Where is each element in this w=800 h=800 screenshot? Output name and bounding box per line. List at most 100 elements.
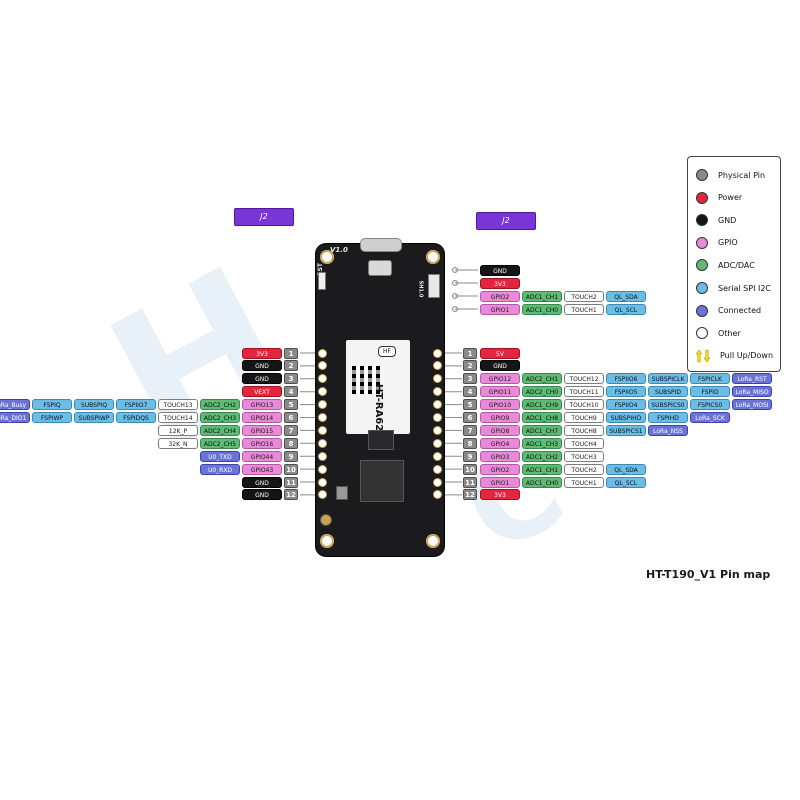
header-pin-hole — [319, 401, 326, 409]
pin-label-5v: 5V — [480, 347, 520, 359]
legend-item-serial-spi-i2c: Serial SPI I2C — [696, 278, 771, 298]
pin-label-lora-rst: LoRa_RST — [732, 373, 772, 385]
pin-label-adc2-ch4: ADC2_CH4 — [200, 424, 240, 436]
pin-label-u0-rxd: U0_RXD — [200, 463, 240, 475]
pin-label-gnd: GND — [480, 360, 520, 372]
pin-label-lora-miso: LoRa_MISO — [732, 386, 772, 398]
pin-label-gpio8: GPIO8 — [480, 424, 520, 436]
pin-label-adc1-ch9: ADC1_CH9 — [522, 399, 562, 411]
pin-label-lora-dio1: LoRa_DIO1 — [0, 412, 30, 423]
pin-label-adc1-ch1: ADC1_CH1 — [522, 463, 562, 475]
pin-label-subspiq: SUBSPIQ — [74, 399, 114, 411]
connector-label-gpio2: GPIO2 — [480, 290, 520, 302]
pin-label-touch11: TOUCH11 — [564, 386, 604, 398]
pin-label-u0-txd: U0_TXD — [200, 450, 240, 462]
header-pin-hole — [434, 388, 441, 396]
pin-label-touch1: TOUCH1 — [564, 476, 604, 488]
pin-label-adc2-ch0: ADC2_CH0 — [522, 386, 562, 398]
rst-button[interactable] — [318, 272, 326, 290]
physical-pin-right-4: 4 — [463, 386, 477, 398]
pin-label-3v3: 3V3 — [480, 489, 520, 501]
user-button[interactable] — [368, 260, 392, 276]
legend-label: Connected — [718, 306, 762, 316]
mounting-hole — [426, 534, 440, 548]
legend-label: ADC/DAC — [718, 260, 755, 270]
pin-label-gpio15: GPIO15 — [242, 424, 282, 436]
pin-label-adc1-ch3: ADC1_CH3 — [522, 437, 562, 449]
pin-label-touch12: TOUCH12 — [564, 373, 604, 385]
connector-label-adc1-ch0: ADC1_CH0 — [522, 303, 562, 315]
hf-badge: HF — [378, 346, 396, 357]
pin-label-gpio1: GPIO1 — [480, 476, 520, 488]
pin-label-fspiio5: FSPIIO5 — [606, 386, 646, 398]
legend-item-gnd: GND — [696, 210, 736, 230]
pin-label-gpio11: GPIO11 — [480, 386, 520, 398]
pin-label-gpio16: GPIO16 — [242, 437, 282, 449]
connector-label-gpio1: GPIO1 — [480, 303, 520, 315]
pin-label-fspihd: FSPIHD — [648, 412, 688, 423]
pin-label-gpio10: GPIO10 — [480, 399, 520, 411]
legend-item-adc-dac: ADC/DAC — [696, 255, 755, 275]
pin-label-touch3: TOUCH3 — [564, 450, 604, 462]
pin-label-ql-sda: QL_SDA — [606, 463, 646, 475]
pin-label-adc1-ch2: ADC1_CH2 — [522, 450, 562, 462]
physical-pin-left-3: 3 — [284, 373, 298, 385]
header-pin-hole — [319, 375, 326, 383]
legend-label: GND — [718, 215, 737, 225]
pin-label-adc2-ch2: ADC2_CH2 — [200, 399, 240, 411]
pin-label-vext: VEXT — [242, 386, 282, 398]
mounting-hole — [426, 250, 440, 264]
pin-label-lora-nss: LoRa_NSS — [648, 424, 688, 436]
legend-item-connected: Connected — [696, 301, 761, 321]
header-pin-hole — [319, 414, 326, 421]
legend-swatch — [696, 259, 708, 272]
connector-label-ql-sda: QL_SDA — [606, 290, 646, 302]
physical-pin-left-10: 10 — [284, 463, 298, 475]
pin-label-gnd: GND — [242, 373, 282, 385]
header-pin-hole — [434, 439, 441, 447]
header-pin-hole — [434, 478, 441, 486]
header-tag-right: J2 — [476, 212, 536, 230]
version-label: V1.0 — [330, 246, 348, 254]
header-pin-hole — [434, 465, 441, 473]
physical-pin-left-6: 6 — [284, 412, 298, 423]
pin-label-gpio12: GPIO12 — [480, 373, 520, 385]
physical-pin-left-5: 5 — [284, 399, 298, 411]
legend-label: Serial SPI I2C — [718, 283, 772, 293]
pin-label-fspiwp: FSPIWP — [32, 412, 72, 423]
pin-label-gpio44: GPIO44 — [242, 450, 282, 462]
crystal — [336, 486, 348, 500]
legend-label: Other — [718, 328, 741, 338]
legend-swatch — [696, 327, 708, 340]
header-pin-hole — [319, 439, 326, 447]
physical-pin-left-7: 7 — [284, 424, 298, 436]
pin-label-lora-mosi: LoRa_MOSI — [732, 399, 772, 411]
legend-swatch — [696, 214, 708, 227]
pin-label-touch9: TOUCH9 — [564, 412, 604, 423]
pin-label-fspidqs: FSPIDQS — [116, 412, 156, 423]
pin-label-gnd: GND — [242, 360, 282, 372]
pin-label-fspiq: FSPIQ — [32, 399, 72, 411]
pin-label-gpio2: GPIO2 — [480, 463, 520, 475]
pin-label-fspiio7: FSPIIO7 — [116, 399, 156, 411]
legend-swatch — [696, 282, 708, 294]
header-pin-hole — [434, 491, 441, 499]
legend-swatch — [696, 236, 708, 249]
pin-label-adc1-ch0: ADC1_CH0 — [522, 476, 562, 488]
header-pin-hole — [434, 426, 441, 434]
header-pin-hole — [319, 452, 326, 460]
pin-label-subspid: SUBSPID — [648, 386, 688, 398]
pin-label-fspid: FSPID — [690, 386, 730, 398]
physical-pin-left-1: 1 — [284, 347, 298, 359]
pin-label-adc1-ch7: ADC1_CH7 — [522, 424, 562, 436]
pin-label-12k-p: 12K_P — [158, 424, 198, 436]
pull-up-down-icon — [696, 349, 710, 363]
pin-label-touch10: TOUCH10 — [564, 399, 604, 411]
connector-label-gnd: GND — [480, 264, 520, 276]
usb-c-port — [360, 238, 402, 252]
pin-label-subspihd: SUBSPIHD — [606, 412, 646, 423]
legend-label: Physical Pin — [718, 170, 766, 180]
legend-label: Power — [718, 193, 743, 203]
header-pin-hole — [319, 349, 326, 357]
